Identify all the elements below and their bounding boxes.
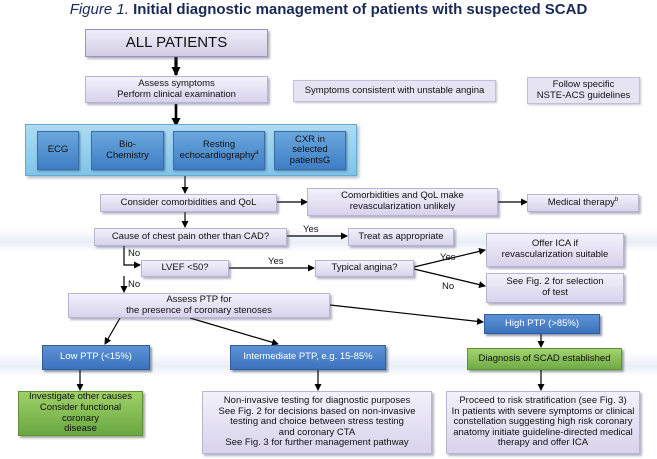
assess-symptoms-box: Assess symptoms Perform clinical examina… <box>85 76 268 103</box>
nste-acs-box: Follow specific NSTE-ACS guidelines <box>527 77 640 104</box>
figure-title: Figure 1. Initial diagnostic management … <box>0 1 657 18</box>
edge-label-yes-lvef: Yes <box>268 256 284 267</box>
diagnosis-established-box: Diagnosis of SCAD established <box>467 348 622 370</box>
noninvasive-testing-box: Non-invasive testing for diagnostic purp… <box>202 391 432 454</box>
medical-therapy-box: Medical therapyb <box>527 194 639 212</box>
resting-echo-box: Resting echocardiographya <box>173 131 265 170</box>
edge-label-no-angina: No <box>442 281 455 292</box>
figure-title-text: Initial diagnostic management of patient… <box>133 1 588 18</box>
lvef-box: LVEF <50? <box>141 260 229 277</box>
ecg-box: ECG <box>37 131 79 170</box>
edge-label-no-chest: No <box>128 248 141 259</box>
intermediate-ptp-box: Intermediate PTP, e.g. 15-85% <box>230 345 386 370</box>
arrow-angina-to-fig2 <box>413 268 486 289</box>
medical-therapy-footnote: b <box>614 196 619 203</box>
arrow-ptp-to-low <box>104 317 121 345</box>
unstable-angina-box: Symptoms consistent with unstable angina <box>293 80 496 102</box>
arrow-angina-to-ica <box>413 247 486 268</box>
investigate-other-causes-box: Investigate other causes Consider functi… <box>18 391 143 436</box>
biochemistry-box: Bio- Chemistry <box>91 131 164 170</box>
typical-angina-box: Typical angina? <box>315 260 414 277</box>
chest-pain-box: Cause of chest pain other than CAD? <box>94 228 287 246</box>
offer-ica-box: Offer ICA if revascularization suitable <box>486 233 624 267</box>
arrow-ptp-to-intermediate <box>189 317 279 346</box>
revasc-unlikely-box: Comorbidities and QoL make revasculariza… <box>307 188 498 216</box>
cxr-box: CXR in selected patientsG <box>274 131 346 170</box>
edge-label-yes-chest: Yes <box>303 224 319 235</box>
low-ptp-box: Low PTP (<15%) <box>42 345 150 370</box>
figure-label: Figure 1. <box>69 1 129 18</box>
arrow-chestpain-to-lvef <box>123 246 141 269</box>
comorbidities-box: Consider comorbidities and QoL <box>100 194 277 212</box>
all-patients-box: ALL PATIENTS <box>85 29 268 57</box>
assess-ptp-box: Assess PTP for the presence of coronary … <box>68 293 330 318</box>
see-fig2-selection-box: See Fig. 2 for selection of test <box>486 273 624 303</box>
risk-stratification-box: Proceed to risk stratification (see Fig.… <box>446 391 640 454</box>
arrow-ptp-to-high <box>329 304 484 325</box>
high-ptp-box: High PTP (>85%) <box>484 314 600 334</box>
echo-footnote: a <box>255 149 259 156</box>
edge-label-yes-angina: Yes <box>440 252 456 263</box>
edge-label-no-lvef: No <box>128 279 141 290</box>
treat-box: Treat as appropriate <box>348 228 454 246</box>
